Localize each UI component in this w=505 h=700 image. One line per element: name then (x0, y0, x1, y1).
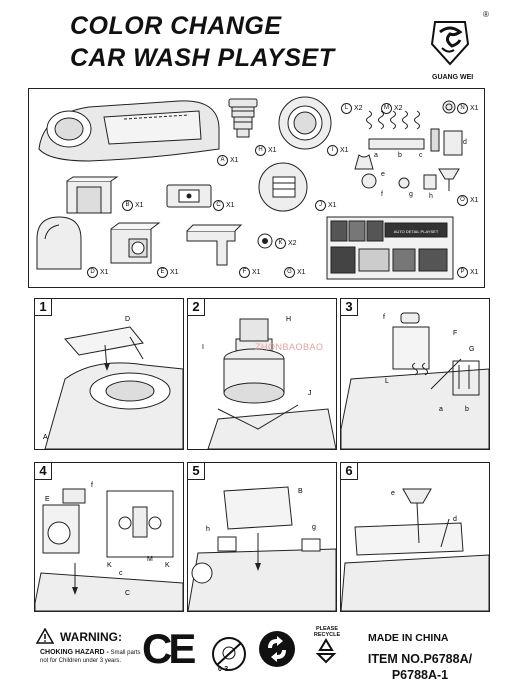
please-recycle-icon (315, 638, 337, 664)
made-in-label: MADE IN CHINA (368, 632, 449, 644)
svg-text:I: I (202, 344, 204, 351)
step-2-number: 2 (187, 298, 205, 316)
step-3-panel: 3 f F G L a b (340, 298, 490, 450)
step-4-number: 4 (34, 462, 52, 480)
svg-text:D: D (125, 316, 130, 323)
title-line-1: COLOR CHANGE (70, 12, 282, 40)
step-2-illustration: H I J (202, 316, 337, 450)
watermark-text: ZHONBAOBAO (255, 342, 324, 352)
ce-mark: CE (142, 625, 196, 672)
step-1-number: 1 (34, 298, 52, 316)
item-number: ITEM NO.P6788A/ P6788A-1 (367, 652, 473, 682)
svg-text:d: d (453, 516, 457, 523)
svg-text:H: H (286, 316, 291, 323)
svg-text:F: F (453, 330, 457, 337)
part-f-drawing (186, 224, 243, 266)
part-e-drawing (110, 222, 161, 264)
subpart-g-label: g (409, 191, 413, 198)
brand-name: GUANG WEI (432, 74, 474, 81)
subpart-c-label: c (419, 152, 423, 159)
step-2-panel: 2 H I J (187, 298, 337, 450)
svg-text:e: e (391, 490, 395, 497)
svg-text:E: E (45, 496, 50, 503)
part-p-sticker-sheet (326, 216, 454, 280)
part-c-drawing (166, 184, 212, 208)
springs-drawing (354, 110, 463, 191)
registered-mark: ® (483, 10, 489, 19)
svg-text:C: C (125, 590, 130, 597)
svg-text:h: h (206, 526, 210, 533)
parts-drawings: AUTO DETAIL PLAYSET (36, 96, 463, 280)
step-5-number: 5 (187, 462, 205, 480)
step-3-illustration: f F G L a b (340, 312, 490, 450)
subpart-b-label: b (398, 152, 402, 159)
subpart-a-label: a (374, 152, 378, 159)
svg-text:J: J (308, 390, 312, 397)
subpart-h-label: h (429, 193, 433, 200)
svg-text:B: B (298, 488, 303, 495)
step-1-panel: 1 D A (34, 298, 184, 450)
part-h-drawing (228, 98, 258, 138)
title-line-2: CAR WASH PLAYSET (70, 44, 335, 72)
green-dot-recycle-icon (259, 631, 295, 667)
subpart-d-label: d (463, 139, 467, 146)
subpart-e-label: e (381, 171, 385, 178)
age-label: 0-3 (218, 666, 229, 673)
svg-text:L: L (385, 378, 389, 385)
part-i-drawing (278, 96, 332, 150)
step-6-illustration: e d (340, 488, 490, 612)
part-d-drawing (36, 216, 82, 270)
step-6-panel: 6 e d (340, 462, 490, 612)
step-6-number: 6 (340, 462, 358, 480)
svg-text:b: b (465, 406, 469, 413)
step-4-panel: 4 E f K M K c C (34, 462, 184, 612)
svg-text:a: a (439, 406, 443, 413)
svg-text:K: K (165, 562, 170, 569)
svg-text:f: f (91, 482, 93, 489)
step-3-number: 3 (340, 298, 358, 316)
warning-triangle-icon (36, 628, 54, 644)
step-5-panel: 5 B h g (187, 462, 337, 612)
part-j-drawing (258, 162, 308, 212)
step-4-illustration: E f K M K c C (34, 482, 184, 612)
brand-logo-icon (430, 21, 470, 66)
part-k-drawing (257, 233, 273, 249)
age-warning-icon (212, 637, 246, 671)
svg-text:g: g (312, 524, 316, 531)
step-5-illustration: B h g (187, 486, 337, 612)
svg-text:f: f (383, 314, 385, 321)
sticker-label: AUTO DETAIL PLAYSET (394, 229, 439, 234)
warning-text: CHOKING HAZARD - Small parts not for Chi… (40, 649, 141, 664)
warning-title: WARNING: (60, 630, 122, 644)
please-recycle-text: PLEASE RECYCLE (313, 626, 341, 638)
part-b-drawing (66, 176, 119, 214)
svg-text:G: G (469, 346, 474, 353)
svg-text:K: K (107, 562, 112, 569)
svg-text:c: c (119, 570, 123, 577)
part-a-drawing (38, 100, 220, 162)
step-1-illustration: D A (43, 316, 184, 450)
subpart-f-label: f (381, 191, 383, 198)
svg-text:M: M (147, 556, 153, 563)
svg-text:A: A (43, 434, 48, 441)
